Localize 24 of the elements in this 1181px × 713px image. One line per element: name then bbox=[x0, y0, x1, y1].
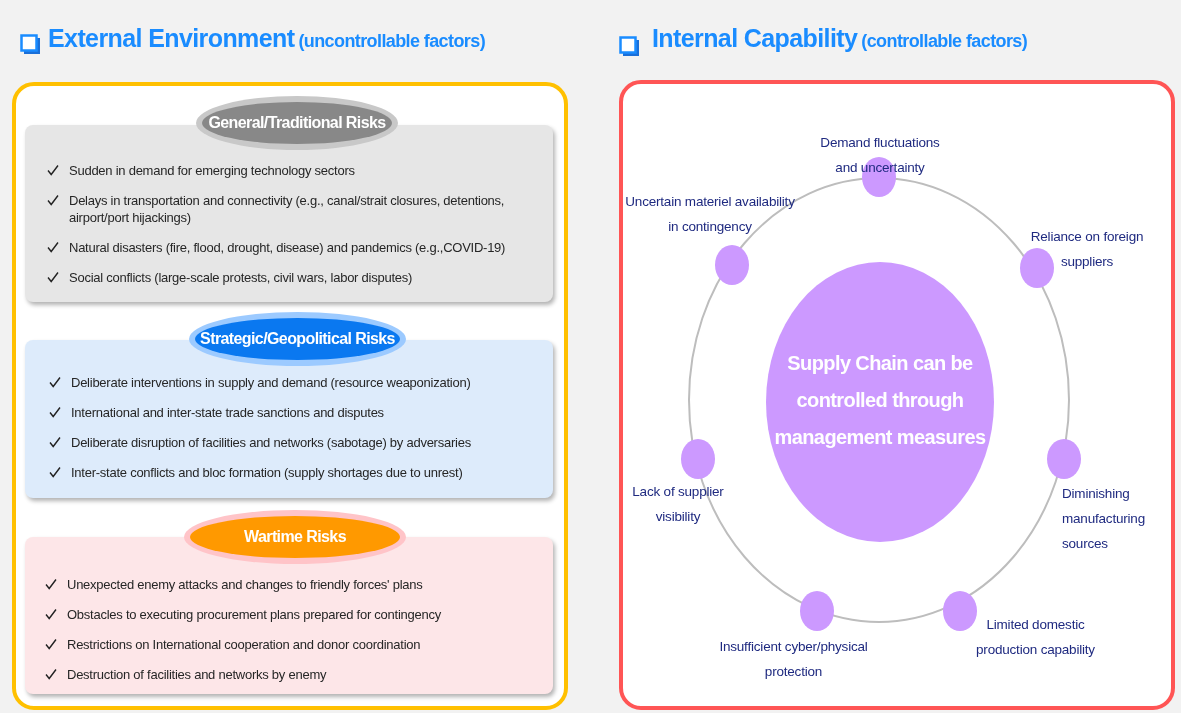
bullet-text: Destruction of facilities and networks by enemy bbox=[67, 666, 327, 683]
circle-label: Limited domestic production capability bbox=[975, 616, 1096, 659]
circle-label: Lack of supplier visibility bbox=[631, 483, 725, 526]
section-subtitle: (controllable factors) bbox=[861, 31, 1028, 51]
bullet-text: Sudden in demand for emerging technology sectors bbox=[69, 162, 355, 179]
bullet-text: International and inter-state trade sanctions and disputes bbox=[71, 404, 384, 421]
bullet-text: Unexpected enemy attacks and changes to friendly forces' plans bbox=[67, 576, 423, 593]
bullet-text: Inter-state conflicts and bloc formation (supply shortages due to unrest) bbox=[71, 464, 463, 481]
circle-label: Diminishing manufacturing sources bbox=[1062, 485, 1146, 553]
bullet-text: Social conflicts (large-scale protests, civil wars, labor disputes) bbox=[69, 269, 413, 286]
circle-label: Uncertain materiel availability in contingency bbox=[624, 193, 796, 236]
bullet-text: Natural disasters (fire, flood, drought, disease) and pandemics (e.g.,COVID-19) bbox=[69, 239, 506, 256]
bullet-text: Delays in transportation and connectivity (e.g., canal/strait closures, detentions, airport/port hijackings) bbox=[69, 192, 506, 226]
bullet-text: Deliberate disruption of facilities and networks (sabotage) by adversaries bbox=[71, 434, 471, 451]
circle-label: Reliance on foreign suppliers bbox=[1029, 228, 1145, 271]
section-title: External Environment bbox=[48, 24, 295, 52]
bullet-text: Restrictions on International cooperation and donor coordination bbox=[67, 636, 421, 653]
bullet-text: Deliberate interventions in supply and demand (resource weaponization) bbox=[71, 374, 471, 391]
circle-label: Insufficient cyber/physical protection bbox=[718, 638, 869, 681]
section-title: Internal Capability bbox=[652, 24, 858, 52]
bullet-text: Obstacles to executing procurement plans prepared for contingency bbox=[67, 606, 441, 623]
circle-label: Demand fluctuations and uncertainty bbox=[819, 134, 941, 177]
center-text: Supply Chain can be controlled through management measures bbox=[773, 350, 987, 450]
section-subtitle: (uncontrollable factors) bbox=[298, 31, 486, 51]
